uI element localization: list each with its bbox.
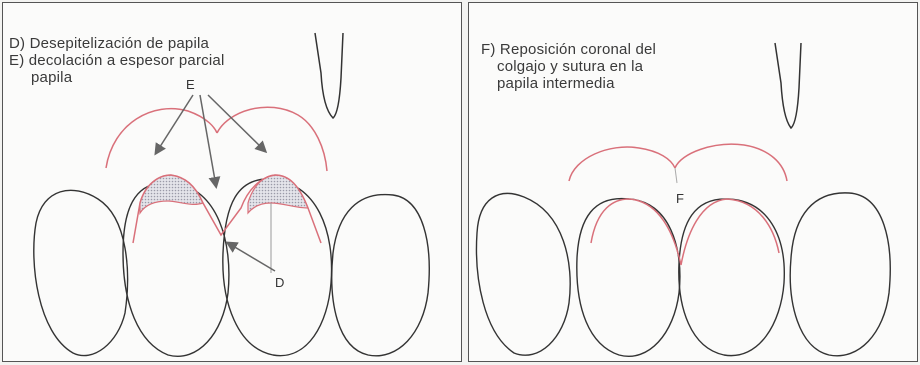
caption-line-1: D) Desepitelización de papila [9,35,210,52]
panel-coronal-repositioning: F) Reposición coronal del colgajo y sutu… [468,2,918,362]
tooth-lateral-left [33,189,129,357]
caption-line-3: papila [31,69,73,86]
needle-instrument [774,42,802,130]
label-D: D [275,275,285,290]
label-E: E [186,77,195,92]
flap-outline [132,174,322,244]
scalpel-instrument [314,32,344,120]
caption-line-3: papila intermedia [497,75,615,92]
tooth-central-right [222,178,333,357]
tooth-central-right [678,198,785,357]
arrow-D [225,241,276,272]
caption-line-2: colgajo y sutura en la [497,58,644,75]
tooth-lateral-right [789,192,891,357]
suture-line [674,167,678,184]
coronal-arc-right [674,143,788,182]
arrow-E-center [199,94,221,189]
coronal-arc-left [568,146,676,182]
panel-deepithelialization: D) Desepitelización de papila E) decolac… [2,2,462,362]
arrow-E-left [154,94,194,156]
caption-line-1: F) Reposición coronal del [481,41,657,58]
tooth-lateral-left [475,192,571,356]
right-diagram [475,42,891,357]
left-diagram [33,32,430,357]
deepithelialized-area-left [139,174,204,216]
repositioned-flap-outline [590,198,780,266]
incision-arc-left [105,107,218,169]
tooth-lateral-right [331,193,430,357]
incision-arc-right [216,106,328,172]
caption-line-2: E) decolación a espesor parcial [9,52,225,69]
label-F: F [676,191,684,206]
arrow-E-right [207,94,268,154]
